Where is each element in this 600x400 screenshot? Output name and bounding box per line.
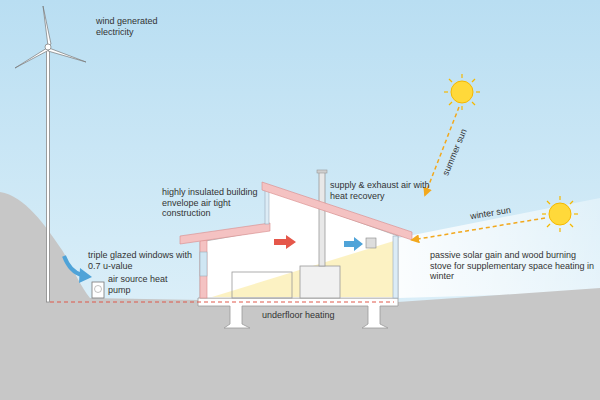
summer-sun (425, 74, 480, 195)
winter-sun-part-part (570, 224, 573, 227)
house-part (319, 172, 325, 266)
winter-sun-part-part (559, 196, 560, 200)
sun-beam (398, 198, 600, 298)
summer-sun-part-part (472, 102, 475, 105)
house-part (300, 266, 340, 298)
summer-sun-part (451, 81, 473, 103)
summer-sun-part-part (476, 91, 480, 92)
winter-sun-part-part (547, 224, 550, 227)
summer-sun-part-part (461, 74, 462, 78)
summer-sun-part-part (449, 102, 452, 105)
wind-turbine-part (15, 48, 49, 68)
air-flow-arrows-part (366, 238, 376, 248)
summer-sun-part-part (472, 79, 475, 82)
wind-turbine-part (45, 44, 51, 50)
wind-turbine-part (43, 6, 51, 46)
summer-sun-part-part (449, 79, 452, 82)
air-flow-arrows (274, 235, 376, 251)
house-part (393, 236, 398, 298)
heat-pump-part (92, 282, 104, 298)
winter-sun-part-part (547, 201, 550, 204)
annotation-label: passive solar gain and wood burning stov… (430, 250, 595, 282)
wind-turbine-part (48, 48, 86, 62)
annotation-label: wind generated electricity (96, 16, 176, 37)
winter-sun-part (549, 203, 571, 225)
summer-sun-part-part (444, 91, 448, 92)
house-part (317, 170, 327, 173)
house-part (232, 272, 292, 298)
heat-pump-part (64, 256, 82, 275)
air-flow-arrows-part (274, 235, 296, 249)
annotation-label: winter sun (469, 204, 511, 221)
winter-sun (412, 196, 578, 240)
annotation-label: highly insulated building envelope air t… (162, 187, 262, 219)
house-part (200, 240, 207, 298)
winter-sun-part (412, 218, 545, 240)
sun-beam-part (398, 198, 600, 298)
annotation-label: underfloor heating (262, 310, 372, 321)
house-part (212, 240, 397, 297)
annotation-label: air source heat pump (108, 274, 168, 295)
winter-sun-part-part (574, 213, 578, 214)
winter-sun-part-part (542, 213, 546, 214)
summer-sun-part (444, 74, 480, 110)
wind-turbine (15, 6, 86, 302)
house-part (200, 252, 207, 276)
annotation-label: summer sun (440, 127, 469, 177)
winter-sun-part-part (570, 201, 573, 204)
winter-sun-part-part (559, 228, 560, 232)
house-part (265, 190, 269, 224)
annotation-label: supply & exhaust air with heat recovery (330, 180, 430, 201)
house-part (180, 223, 270, 244)
winter-sun-part (542, 196, 578, 232)
annotation-label: triple glazed windows with 0.7 u-value (88, 250, 198, 271)
heat-pump-part (95, 286, 102, 293)
air-flow-arrows-part (344, 237, 363, 251)
summer-sun-part-part (461, 106, 462, 110)
wind-turbine-part (47, 48, 50, 302)
